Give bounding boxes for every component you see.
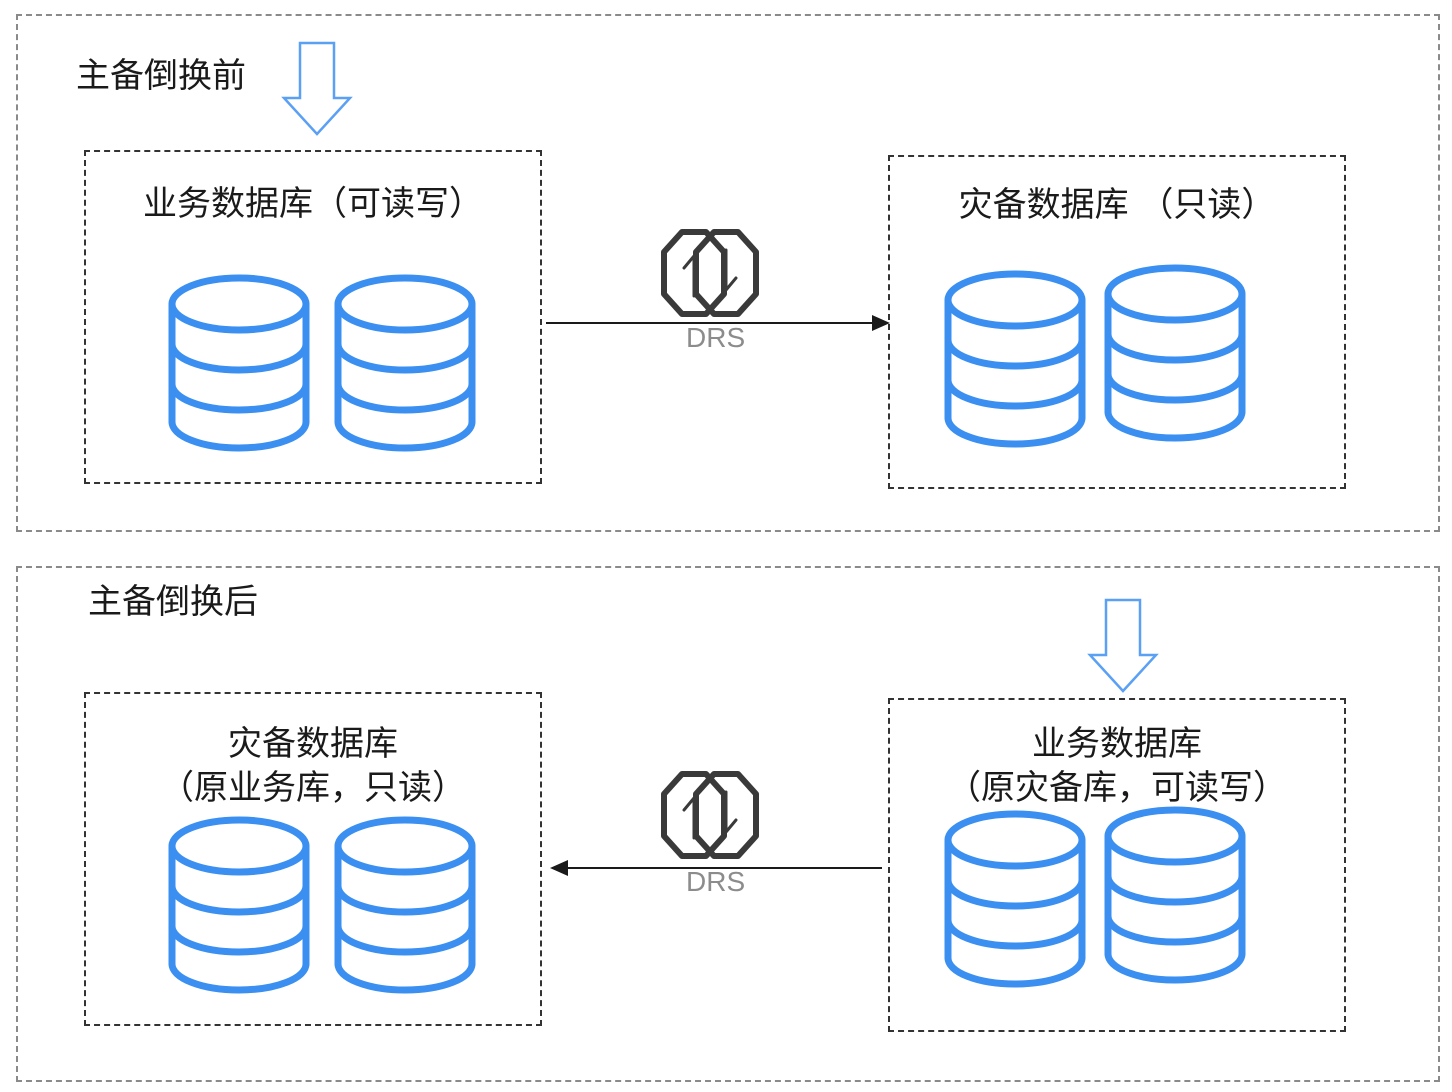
- replication-arrow-left: [550, 857, 882, 879]
- after-switchover-title: 主备倒换后: [88, 582, 258, 622]
- before-switchover-panel: [16, 14, 1440, 532]
- production-db-box: 业务数据库（可读写）: [84, 150, 542, 484]
- new-production-db-title-line2: （原灾备库，可读写）: [947, 768, 1287, 808]
- database-icon: [942, 810, 1088, 988]
- database-icon: [1102, 806, 1248, 984]
- new-production-db-box: 业务数据库 （原灾备库，可读写）: [888, 698, 1346, 1032]
- database-icon: [166, 816, 312, 994]
- new-production-db-title-line1: 业务数据库: [1032, 724, 1202, 764]
- dr-db-box: 灾备数据库 （只读）: [888, 155, 1346, 489]
- drs-sync-icon: [652, 768, 768, 862]
- database-icon: [166, 274, 312, 452]
- new-dr-db-title-line1: 灾备数据库: [228, 724, 398, 764]
- down-arrow-icon: [280, 40, 354, 138]
- new-dr-db-title-line2: （原业务库，只读）: [160, 768, 466, 808]
- database-icon: [1102, 264, 1248, 442]
- production-db-title: 业务数据库（可读写）: [143, 184, 483, 224]
- after-switchover-panel: [16, 566, 1440, 1082]
- dr-db-title: 灾备数据库 （只读）: [958, 185, 1276, 225]
- replication-arrow-right: [546, 312, 890, 334]
- database-icon: [332, 816, 478, 994]
- new-dr-db-box: 灾备数据库 （原业务库，只读）: [84, 692, 542, 1026]
- down-arrow-icon: [1086, 597, 1160, 695]
- drs-sync-icon: [652, 226, 768, 320]
- database-icon: [942, 270, 1088, 448]
- before-switchover-title: 主备倒换前: [76, 56, 246, 96]
- drs-label: DRS: [686, 866, 746, 897]
- database-icon: [332, 274, 478, 452]
- drs-label: DRS: [686, 322, 746, 353]
